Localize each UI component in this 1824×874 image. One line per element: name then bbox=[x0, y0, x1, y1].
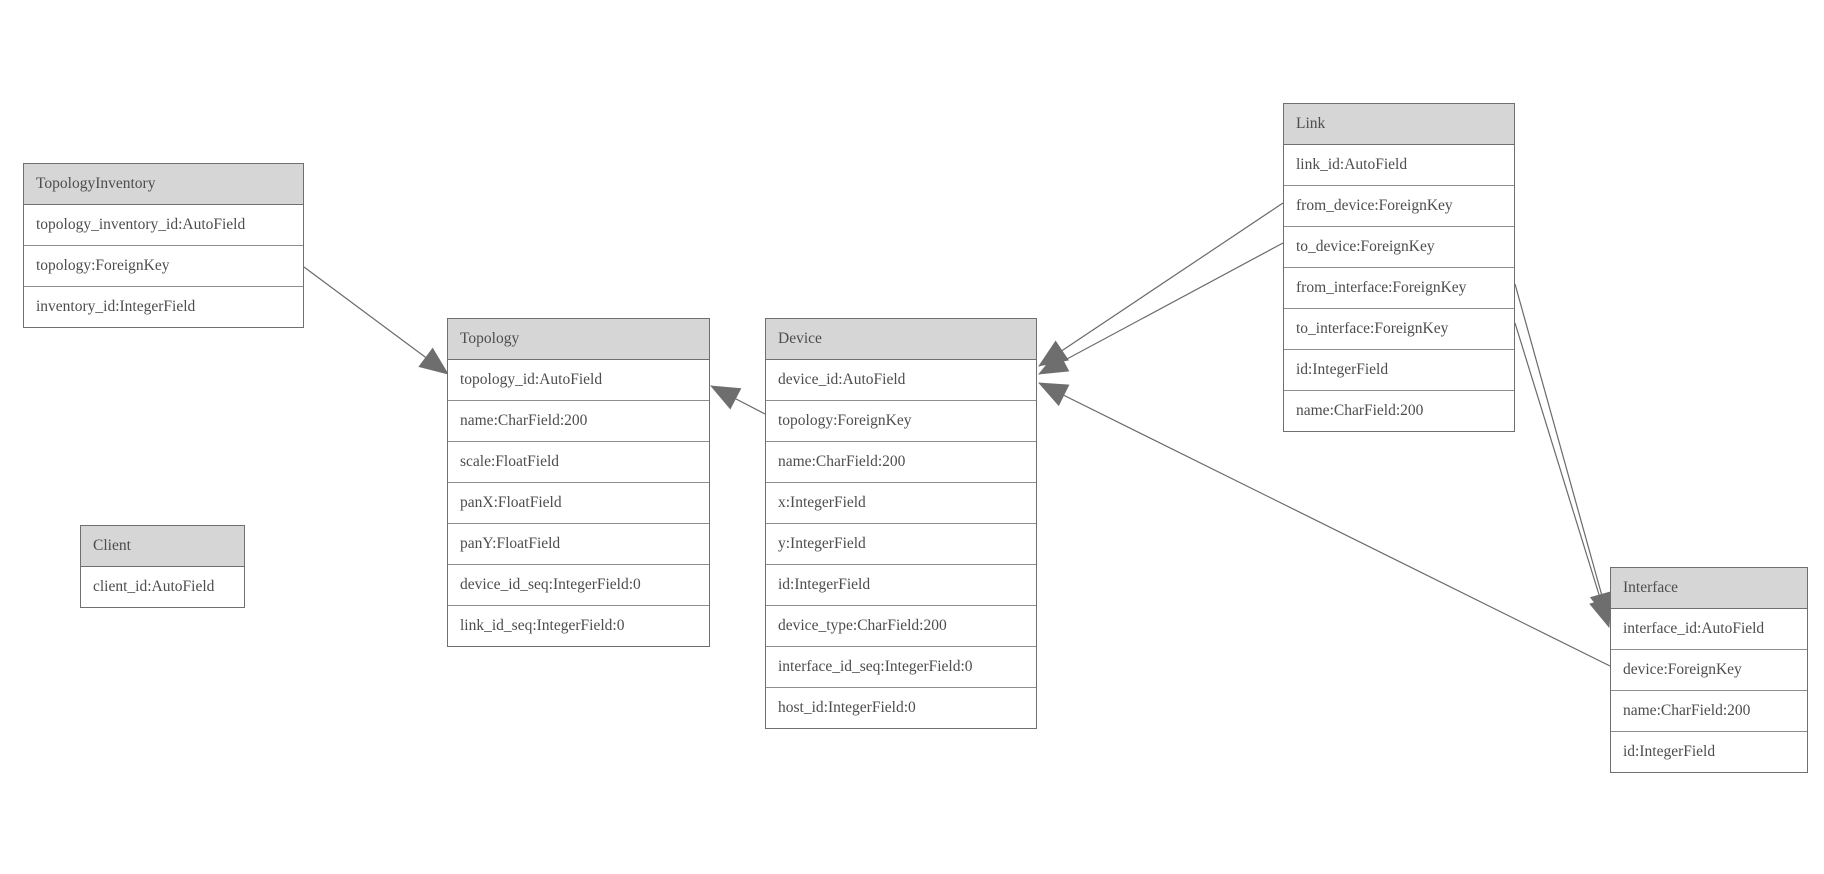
entity-field: x:IntegerField bbox=[766, 483, 1036, 524]
entity-field: id:IntegerField bbox=[1623, 743, 1716, 760]
entity-field: y:IntegerField bbox=[766, 524, 1036, 565]
entity-title: Link bbox=[1284, 104, 1514, 145]
entity-rows: client_id:AutoField bbox=[81, 567, 244, 607]
entity-title: Device bbox=[766, 319, 1036, 360]
relation-link-to_device-to-device bbox=[1038, 242, 1284, 375]
entity-field: name:CharField:200 bbox=[1296, 402, 1424, 419]
entity-topology-inventory: TopologyInventory topology_inventory_id:… bbox=[23, 163, 304, 328]
entity-field: panY:FloatField bbox=[448, 524, 709, 565]
entity-field: name:CharField:200 bbox=[1611, 691, 1807, 732]
entity-field: panX:FloatField bbox=[448, 483, 709, 524]
entity-field: device_type:CharField:200 bbox=[766, 606, 1036, 647]
entity-field: id:IntegerField bbox=[766, 565, 1036, 606]
entity-field: device_id:AutoField bbox=[766, 360, 1036, 401]
entity-client: Client client_id:AutoField bbox=[80, 525, 245, 608]
entity-field: inventory_id:IntegerField bbox=[36, 298, 196, 315]
entity-field: id:IntegerField bbox=[1284, 350, 1514, 391]
entity-field: interface_id_seq:IntegerField:0 bbox=[766, 647, 1036, 688]
entity-field: from_interface:ForeignKey bbox=[1284, 268, 1514, 309]
entity-field: name:CharField:200 bbox=[448, 401, 709, 442]
entity-field: device:ForeignKey bbox=[1611, 650, 1807, 691]
entity-field: to_interface:ForeignKey bbox=[1284, 309, 1514, 350]
entity-title: TopologyInventory bbox=[24, 164, 303, 205]
relation-topologyinventory-topology-to-topology bbox=[303, 266, 449, 375]
relation-link-from_device-to-device bbox=[1038, 202, 1284, 367]
entity-field: link_id:AutoField bbox=[1284, 145, 1514, 186]
entity-field: interface_id:AutoField bbox=[1611, 609, 1807, 650]
entity-field: topology_inventory_id:AutoField bbox=[24, 205, 303, 246]
relation-interface-device-to-device bbox=[1038, 382, 1611, 667]
entity-title: Client bbox=[81, 526, 244, 567]
entity-field: link_id_seq:IntegerField:0 bbox=[460, 617, 625, 634]
entity-field: name:CharField:200 bbox=[766, 442, 1036, 483]
entity-field: scale:FloatField bbox=[448, 442, 709, 483]
entity-field: host_id:IntegerField:0 bbox=[778, 699, 916, 716]
entity-field: topology:ForeignKey bbox=[24, 246, 303, 287]
entity-field: device_id_seq:IntegerField:0 bbox=[448, 565, 709, 606]
entity-title: Interface bbox=[1611, 568, 1807, 609]
entity-field: to_device:ForeignKey bbox=[1284, 227, 1514, 268]
relation-link-from_interface-to-interface bbox=[1514, 283, 1614, 622]
entity-title: Topology bbox=[448, 319, 709, 360]
relation-link-to_interface-to-interface bbox=[1514, 322, 1613, 628]
entity-field: topology:ForeignKey bbox=[766, 401, 1036, 442]
entity-field: client_id:AutoField bbox=[93, 578, 215, 595]
entity-field: topology_id:AutoField bbox=[448, 360, 709, 401]
relation-device-topology-to-topology bbox=[710, 385, 766, 415]
entity-field: from_device:ForeignKey bbox=[1284, 186, 1514, 227]
